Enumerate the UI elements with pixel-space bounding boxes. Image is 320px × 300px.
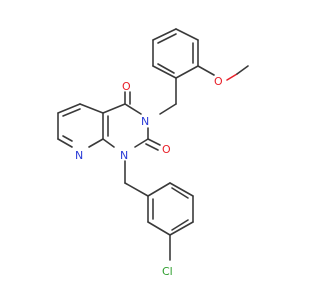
nitrogen-label: N bbox=[120, 149, 128, 162]
bond bbox=[147, 221, 171, 236]
bond-double bbox=[171, 219, 189, 231]
chlorophenyl-ring bbox=[147, 182, 194, 236]
ether-oxygen-label: O bbox=[214, 75, 223, 88]
molecule-canvas: O O O N N N Cl bbox=[57, 28, 249, 278]
bond bbox=[226, 73, 238, 81]
bond bbox=[147, 182, 171, 197]
pyridine-nitrogen-label: N bbox=[75, 149, 83, 162]
bond bbox=[124, 103, 142, 115]
chlorine-label: Cl bbox=[162, 265, 173, 278]
carbonyl-oxygen-label: O bbox=[162, 143, 171, 156]
nitrogen-label: N bbox=[141, 115, 149, 128]
structure-diagram: O O O N N N Cl bbox=[57, 28, 249, 278]
bond bbox=[169, 182, 194, 197]
bond bbox=[57, 138, 73, 148]
methoxyphenyl-ring bbox=[152, 28, 199, 79]
bond-double bbox=[62, 135, 73, 142]
bond-double bbox=[171, 187, 189, 199]
bond bbox=[169, 221, 194, 236]
bond bbox=[147, 138, 161, 146]
bond bbox=[159, 103, 177, 115]
bond bbox=[236, 65, 249, 75]
bond bbox=[79, 103, 104, 114]
bond bbox=[152, 65, 177, 79]
bond bbox=[102, 138, 115, 148]
pyridine-ring bbox=[57, 103, 104, 148]
bond bbox=[134, 138, 149, 148]
bond-double bbox=[157, 33, 177, 44]
bond-double bbox=[62, 108, 81, 117]
bond bbox=[102, 103, 126, 114]
carbonyl-oxygen-label: O bbox=[122, 80, 131, 93]
bond bbox=[152, 28, 177, 41]
pyrimidinedione-ring bbox=[102, 103, 149, 148]
bond-double bbox=[157, 63, 175, 74]
bond bbox=[57, 103, 81, 114]
bond bbox=[197, 65, 215, 76]
bond bbox=[124, 182, 149, 197]
bond bbox=[145, 143, 159, 151]
bond bbox=[175, 65, 199, 79]
bond bbox=[88, 138, 104, 148]
bond bbox=[175, 28, 199, 41]
